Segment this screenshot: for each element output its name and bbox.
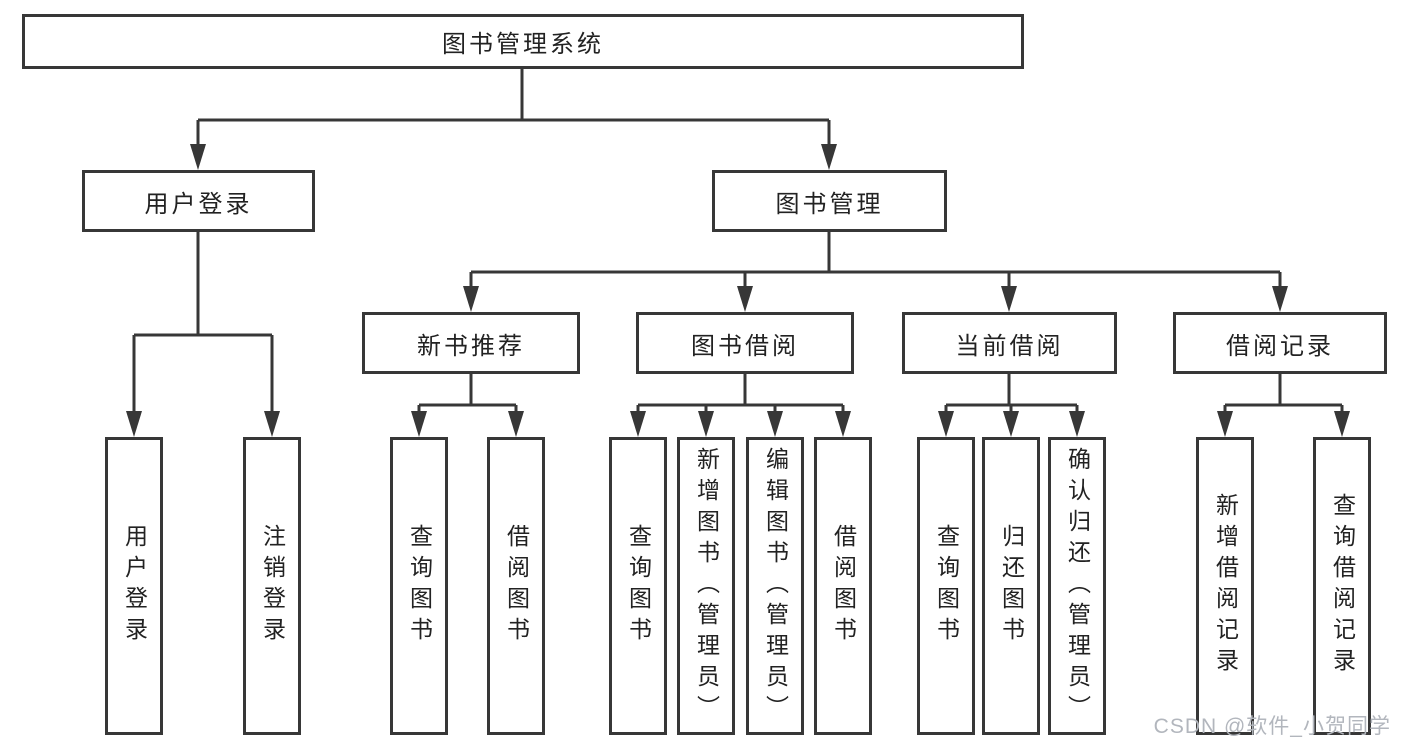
connector-borrow-leaves	[636, 374, 845, 413]
leaf-label: 新增图书（管理员）	[693, 446, 720, 726]
leaf-logout: 注销登录	[243, 437, 301, 735]
leaf-query-books-borrow: 查询图书	[609, 437, 667, 735]
leaf-user-login: 用户登录	[105, 437, 163, 735]
csdn-watermark: CSDN @软件_小贺同学	[1153, 715, 1391, 738]
leaf-label: 归还图书	[998, 524, 1025, 648]
leaf-label: 编辑图书（管理员）	[762, 446, 789, 726]
connector-new-book-leaves	[417, 374, 518, 413]
node-new-book-recommend: 新书推荐	[362, 312, 580, 374]
connector-user-login-leaves	[132, 232, 274, 413]
arrowheads-new-book-leaves	[411, 411, 524, 437]
leaf-label: 借阅图书	[830, 524, 857, 648]
leaf-label: 确认归还（管理员）	[1064, 446, 1091, 726]
leaf-label: 查询图书	[406, 524, 433, 648]
leaf-label: 新增借阅记录	[1212, 493, 1239, 679]
leaf-edit-book-admin: 编辑图书（管理员）	[746, 437, 804, 735]
leaf-borrow-books-recommend: 借阅图书	[487, 437, 545, 735]
leaf-label: 查询图书	[933, 524, 960, 648]
node-borrow-records: 借阅记录	[1173, 312, 1387, 374]
arrowheads-level2	[190, 144, 837, 170]
leaf-label: 用户登录	[121, 524, 148, 648]
leaf-add-book-admin: 新增图书（管理员）	[677, 437, 735, 735]
node-book-borrow: 图书借阅	[636, 312, 854, 374]
leaf-query-books-current: 查询图书	[917, 437, 975, 735]
arrowheads-current-leaves	[938, 411, 1085, 437]
arrowheads-borrow-leaves	[630, 411, 851, 437]
node-library-system: 图书管理系统	[22, 14, 1024, 69]
leaf-label: 查询图书	[625, 524, 652, 648]
leaf-borrow-books: 借阅图书	[814, 437, 872, 735]
leaf-add-borrow-record: 新增借阅记录	[1196, 437, 1254, 735]
leaf-query-books-recommend: 查询图书	[390, 437, 448, 735]
node-user-login: 用户登录	[82, 170, 315, 232]
arrowheads-level3	[463, 286, 1288, 312]
connector-root-to-level2	[196, 66, 831, 146]
connector-current-leaves	[944, 374, 1079, 413]
leaf-label: 查询借阅记录	[1329, 493, 1356, 679]
leaf-query-borrow-record: 查询借阅记录	[1313, 437, 1371, 735]
node-current-borrow: 当前借阅	[902, 312, 1117, 374]
leaf-return-books: 归还图书	[982, 437, 1040, 735]
connector-records-leaves	[1223, 374, 1344, 413]
arrowheads-records-leaves	[1217, 411, 1350, 437]
leaf-confirm-return-admin: 确认归还（管理员）	[1048, 437, 1106, 735]
leaf-label: 注销登录	[259, 524, 286, 648]
leaf-label: 借阅图书	[503, 524, 530, 648]
node-book-management: 图书管理	[712, 170, 947, 232]
connector-management-to-level3	[469, 232, 1282, 288]
arrowheads-user-login-leaves	[126, 411, 280, 437]
